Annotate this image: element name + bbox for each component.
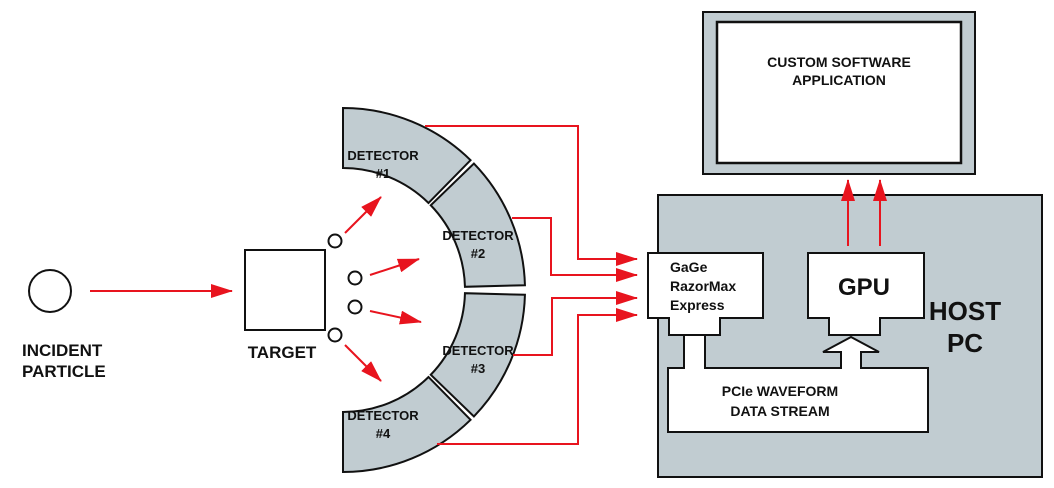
app-label-line1: CUSTOM SOFTWARE — [767, 54, 911, 70]
detector-2: DETECTOR #2 — [429, 162, 526, 288]
detector-label-line2: #2 — [471, 246, 485, 261]
detector-label-line2: #1 — [376, 166, 390, 181]
incident-particle: INCIDENT PARTICLE — [22, 269, 106, 381]
detector-3: DETECTOR #3 — [429, 292, 526, 418]
gpu-label: GPU — [838, 274, 890, 301]
detector-label-line2: #4 — [376, 426, 391, 441]
digitizer-card — [647, 252, 764, 336]
detector-label-line1: DETECTOR — [442, 228, 514, 243]
product-particle-2 — [347, 270, 363, 286]
monitor-screen — [715, 20, 963, 165]
scatter-arrow-4 — [344, 344, 382, 382]
particle-label-line1: INCIDENT — [22, 341, 103, 360]
signal-wires — [425, 125, 638, 445]
monitor: CUSTOM SOFTWARE APPLICATION — [702, 11, 976, 175]
detector-segment — [429, 292, 526, 418]
target-label: TARGET — [248, 343, 317, 362]
product-particle-3 — [347, 299, 363, 315]
detector-1: DETECTOR #1 — [342, 106, 472, 205]
digitizer-label-line1: GaGe — [670, 259, 708, 275]
particle-label-line2: PARTICLE — [22, 362, 106, 381]
scattered-particles — [327, 196, 422, 382]
pcie-data-stream — [667, 334, 929, 433]
scatter-arrow-2 — [369, 258, 420, 276]
detector-label-line1: DETECTOR — [347, 408, 419, 423]
detector-segment — [429, 162, 526, 288]
detector-4: DETECTOR #4 — [342, 375, 472, 474]
product-particle-4 — [327, 327, 343, 343]
wire-detector-4 — [437, 308, 638, 445]
gpu-card — [807, 252, 925, 336]
wire-detector-1 — [425, 125, 638, 266]
digitizer-label-line3: Express — [670, 297, 725, 313]
detector-label-line2: #3 — [471, 361, 485, 376]
host-label-line2: PC — [947, 328, 983, 358]
particle-icon — [28, 269, 72, 313]
host-pc: HOST PC PCIe WAVEFORM DATA STREAM GaGe R… — [647, 179, 1043, 478]
detector-segment — [342, 106, 472, 205]
product-particle-1 — [327, 233, 343, 249]
stream-label-line1: PCIe WAVEFORM — [722, 383, 838, 399]
host-label-line1: HOST — [929, 296, 1001, 326]
wire-detector-2 — [512, 217, 638, 282]
detector-label-line1: DETECTOR — [442, 343, 514, 358]
app-label-line2: APPLICATION — [792, 72, 886, 88]
digitizer-label-line2: RazorMax — [670, 278, 736, 294]
detector-label-line1: DETECTOR — [347, 148, 419, 163]
target: TARGET — [244, 249, 326, 362]
stream-label-line2: DATA STREAM — [730, 403, 829, 419]
wire-detector-3 — [513, 291, 638, 356]
detector-segment — [342, 375, 472, 474]
scatter-arrow-3 — [369, 310, 422, 325]
scatter-arrow-1 — [344, 196, 382, 234]
target-box — [244, 249, 326, 331]
